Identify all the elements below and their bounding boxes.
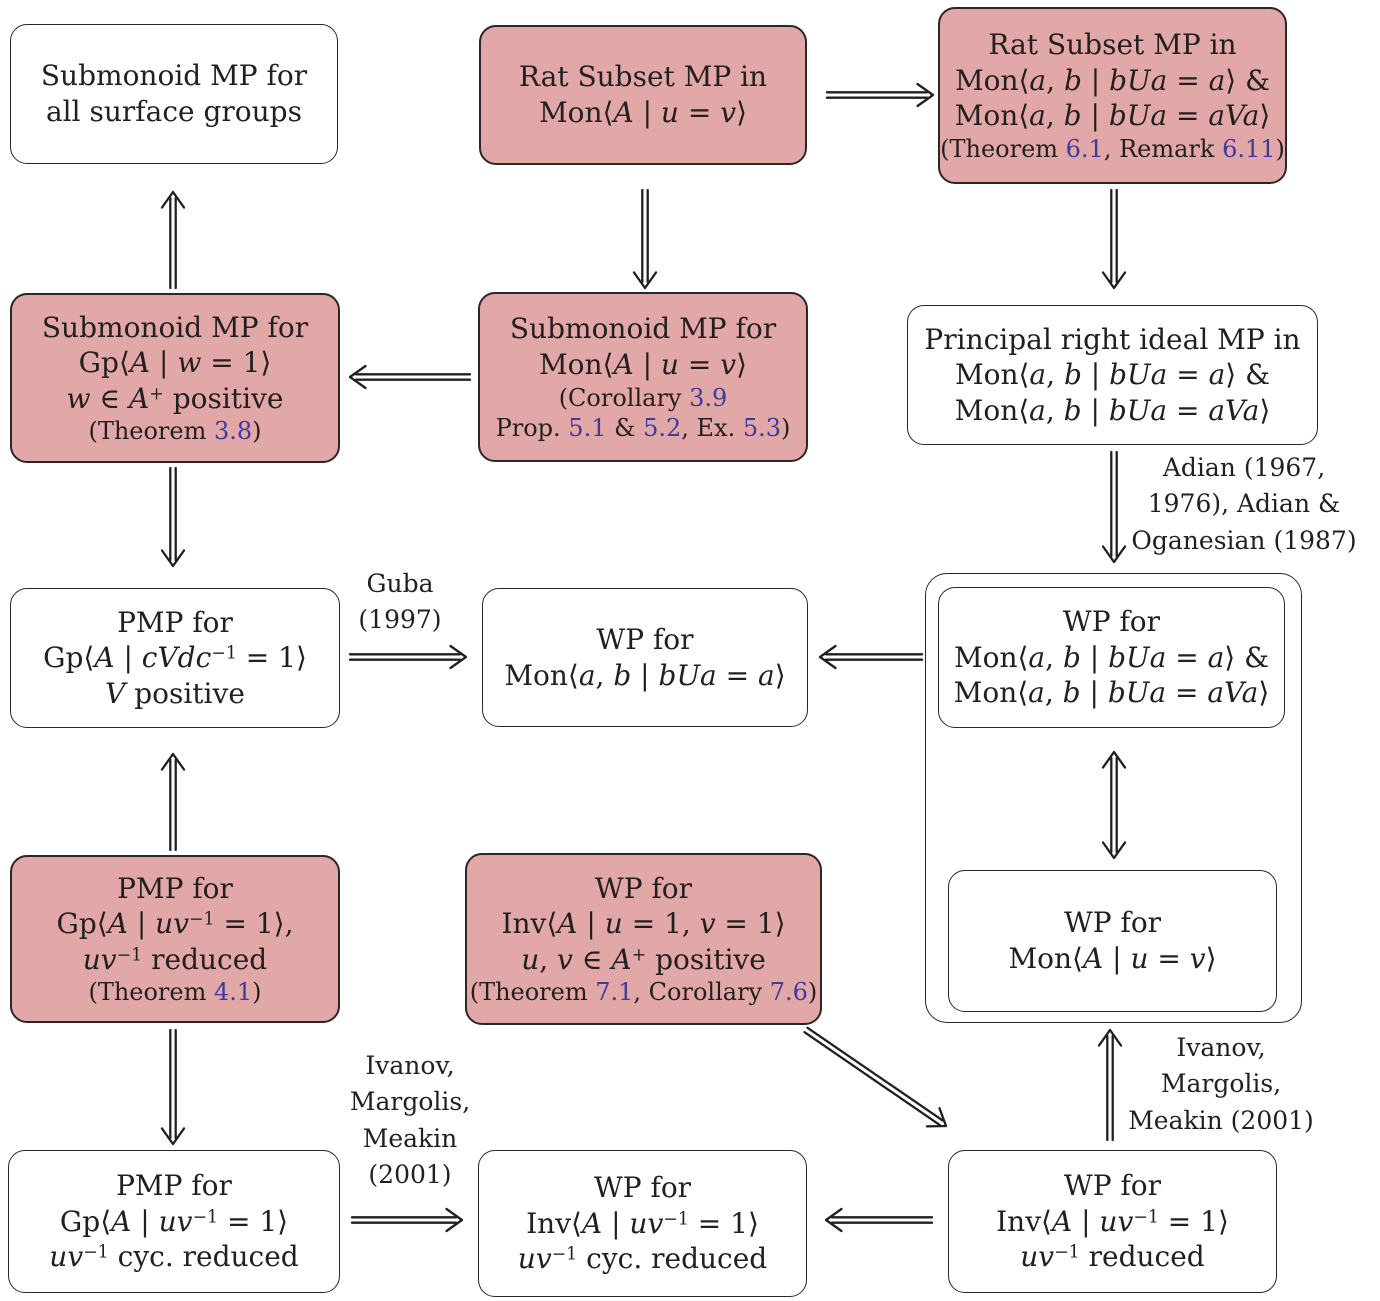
- text-line: Mon⟨a, b | bUa = aVa⟩: [954, 99, 1271, 133]
- text-line: (Theorem 6.1, Remark 6.11): [940, 134, 1285, 163]
- arrow-rat-subset-uv-down-to-submonoid-mon: [632, 188, 658, 290]
- arrow-pmp-cyc-to-wp-inv-cyc: [350, 1207, 464, 1233]
- arrow-wp-inv-reduced-to-wp-inv-cyc: [824, 1207, 934, 1233]
- text-line: Gp⟨A | w = 1⟩: [78, 346, 272, 380]
- text-line: Mon⟨a, b | bUa = aVa⟩: [954, 393, 1271, 427]
- text-line: (Theorem 7.1, Corollary 7.6): [469, 978, 818, 1007]
- arrow-principal-ideal-down-to-wp-pair: [1101, 450, 1127, 564]
- text-line: Mon⟨A | u = v⟩: [538, 96, 747, 129]
- text-line: Prop. 5.1 & 5.2, Ex. 5.3): [495, 413, 791, 442]
- arrow-submonoid-mon-to-submonoid-gp: [348, 364, 472, 390]
- text-line: WP for: [596, 622, 694, 656]
- label-ivanov-margolis-meakin-left: Ivanov, Margolis, Meakin (2001): [348, 1048, 472, 1193]
- text-line: Mon⟨a, b | bUa = a⟩: [504, 658, 786, 692]
- text-line: Meakin: [362, 1123, 458, 1153]
- text-line: u, v ∈ A+ positive: [521, 942, 766, 976]
- text-line: PMP for: [117, 871, 233, 905]
- text-line: WP for: [1062, 605, 1161, 639]
- text-line: Ivanov,: [1176, 1033, 1266, 1062]
- arrow-rat-subset-uv-to-rat-subset-ab: [825, 82, 935, 108]
- text-line: Mon⟨a, b | bUa = aVa⟩: [953, 676, 1270, 710]
- text-line: Mon⟨A | u = v⟩: [538, 348, 747, 381]
- text-line: Inv⟨A | uv−1 = 1⟩: [996, 1204, 1229, 1238]
- text-line: PMP for: [117, 605, 233, 639]
- text-line: (Theorem 3.8): [88, 417, 262, 446]
- text-line: Mon⟨a, b | bUa = a⟩ &: [954, 63, 1271, 97]
- arrow-pmp-cvdc-to-wp-mon-bua: [348, 644, 468, 670]
- label-adian-oganesian: Adian (1967, 1976), Adian & Oganesian (198…: [1128, 450, 1360, 559]
- text-line: Margolis,: [1160, 1069, 1282, 1099]
- text-line: WP for: [1063, 906, 1162, 940]
- text-line: (2001): [368, 1159, 452, 1189]
- arrow-wp-inv-reduced-up-to-wp-mon-uv: [1097, 1028, 1123, 1142]
- arrow-wp-pair-to-wp-mon-bua: [818, 644, 924, 670]
- arrow-wp-inv-u1v1-diag-to-wp-inv-reduced: [803, 1026, 948, 1128]
- text-line: Gp⟨A | uv−1 = 1⟩: [59, 1204, 289, 1238]
- text-line: Meakin (2001): [1128, 1105, 1314, 1135]
- text-line: PMP for: [116, 1169, 232, 1203]
- text-line: Ivanov,: [365, 1051, 455, 1080]
- arrow-submonoid-gp-down-to-pmp-cvdc: [160, 466, 186, 568]
- text-line: Oganesian (1987): [1131, 525, 1357, 555]
- text-line: WP for: [594, 871, 693, 905]
- text-line: WP for: [593, 1171, 692, 1205]
- text-line: uv−1 cyc. reduced: [49, 1240, 299, 1274]
- text-line: Submonoid MP for: [509, 312, 777, 346]
- text-line: Mon⟨a, b | bUa = a⟩ &: [953, 640, 1270, 674]
- text-line: V positive: [105, 676, 245, 710]
- text-line: Guba: [366, 569, 434, 598]
- text-line: Margolis,: [349, 1087, 471, 1117]
- text-line: Rat Subset MP in: [518, 60, 768, 94]
- text-line: Inv⟨A | uv−1 = 1⟩: [526, 1206, 759, 1240]
- text-line: (Theorem 4.1): [88, 978, 262, 1007]
- text-line: Mon⟨A | u = v⟩: [1008, 942, 1217, 975]
- text-line: uv−1 reduced: [82, 942, 268, 976]
- text-line: uv−1 cyc. reduced: [517, 1242, 768, 1276]
- text-line: 1976), Adian &: [1147, 489, 1341, 519]
- text-line: Gp⟨A | uv−1 = 1⟩,: [56, 907, 294, 941]
- arrow-submonoid-gp-up-to-surface: [160, 190, 186, 290]
- text-line: w ∈ A+ positive: [66, 381, 284, 415]
- text-line: Submonoid MP for: [41, 310, 309, 344]
- label-ivanov-margolis-meakin-right: Ivanov, Margolis, Meakin (2001): [1126, 1030, 1316, 1139]
- arrow-pmp-uv-up-to-pmp-cvdc: [160, 752, 186, 852]
- text-line: Submonoid MP for: [40, 59, 308, 93]
- text-line: Adian (1967,: [1162, 453, 1326, 482]
- text-line: Rat Subset MP in: [988, 28, 1237, 62]
- arrow-rat-subset-ab-down-to-principal-ideal: [1101, 188, 1127, 290]
- text-line: Inv⟨A | u = 1, v = 1⟩: [501, 907, 786, 941]
- text-line: (1997): [358, 605, 442, 635]
- text-line: uv−1 reduced: [1020, 1240, 1205, 1274]
- text-line: WP for: [1063, 1169, 1162, 1203]
- text-line: (Corollary 3.9: [558, 383, 728, 412]
- text-line: Principal right ideal MP in: [924, 322, 1301, 356]
- text-line: Gp⟨A | cVdc−1 = 1⟩: [43, 641, 307, 675]
- text-line: Mon⟨a, b | bUa = a⟩ &: [954, 358, 1271, 392]
- arrow-pmp-uv-down-to-pmp-cyc: [160, 1028, 186, 1146]
- text-line: all surface groups: [45, 95, 302, 128]
- label-guba-1997: Guba (1997): [344, 566, 456, 639]
